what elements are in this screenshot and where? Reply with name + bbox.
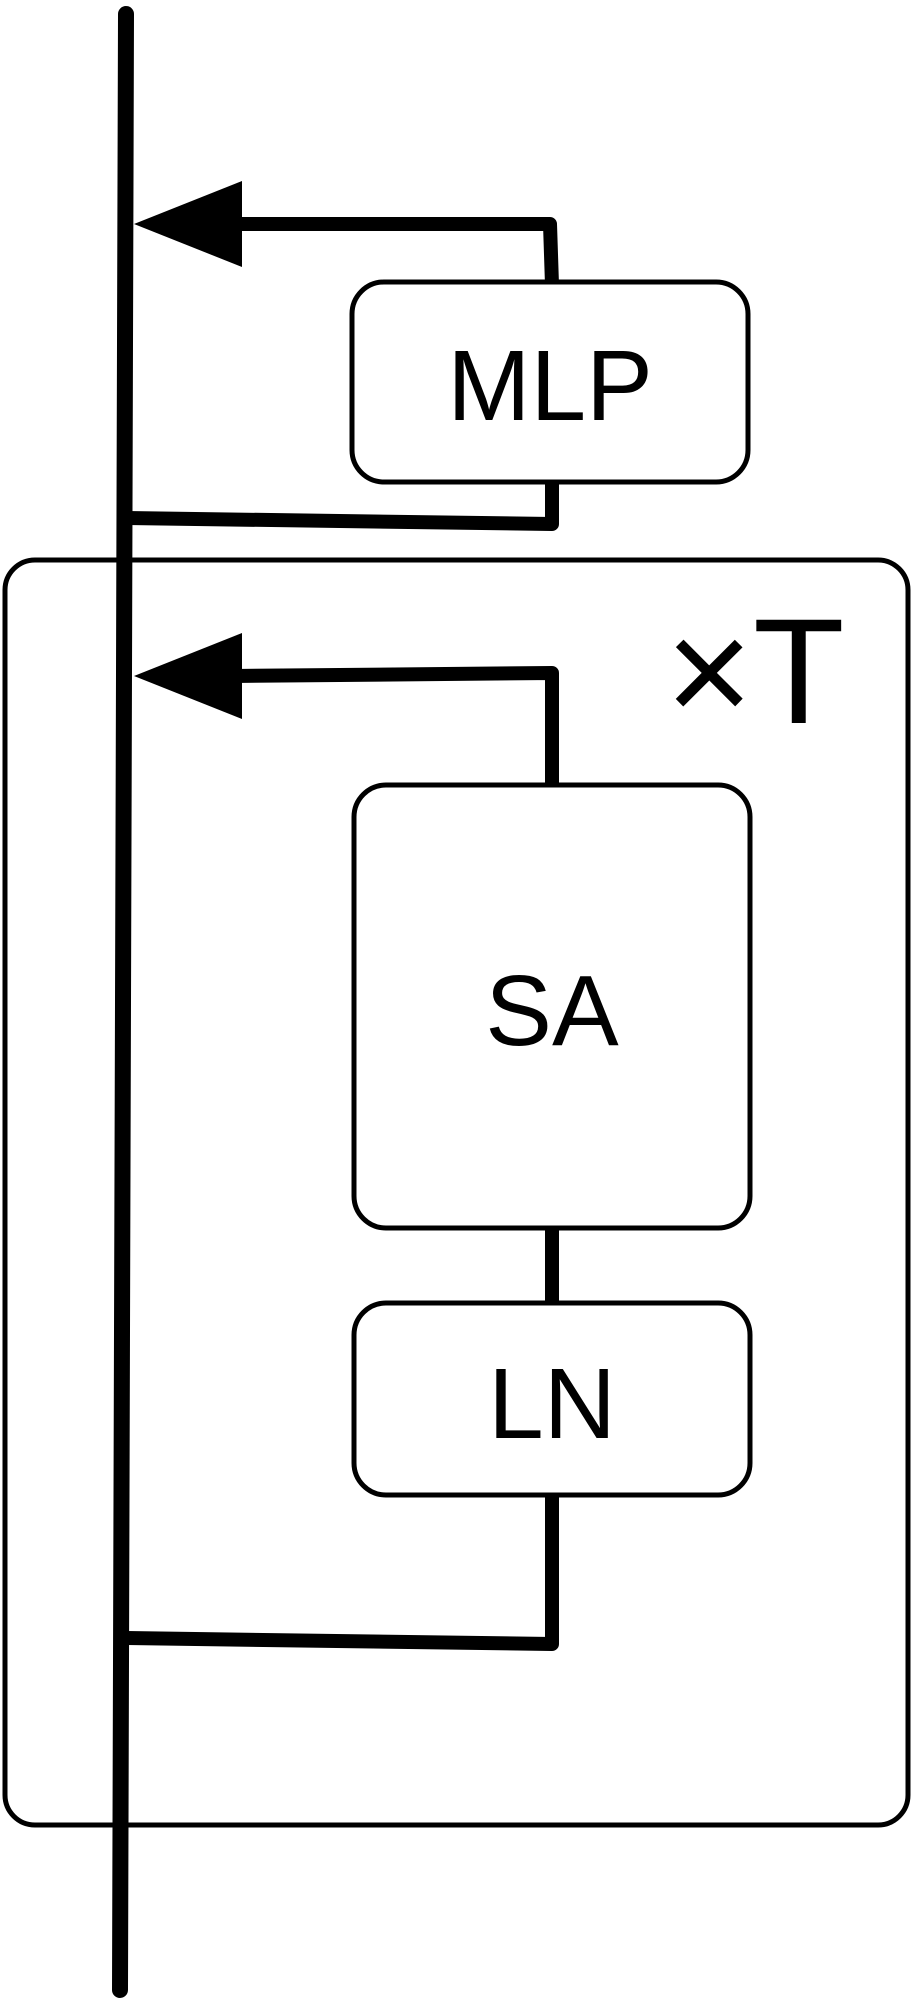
ln-box (351, 1300, 753, 1498)
mlp-box (349, 279, 751, 485)
sa-residual-arrowhead (134, 633, 242, 719)
sa-block: SA (351, 782, 753, 1231)
mlp-block: MLP (349, 279, 751, 485)
ln-block: LN (351, 1300, 753, 1498)
ln-label: LN (488, 1348, 616, 1460)
ln-input-connector (116, 1488, 559, 1651)
mlp-residual-arrowhead (134, 181, 242, 267)
mlp-input-connector (119, 473, 559, 531)
repeat-multiplier-label: ×T (665, 587, 844, 755)
mlp-output-connector (227, 217, 559, 292)
mlp-label: MLP (447, 330, 653, 442)
residual-stream-line (112, 6, 134, 1998)
sa-label: SA (485, 955, 619, 1067)
sa-box (351, 782, 753, 1231)
sa-output-connector (227, 666, 559, 792)
